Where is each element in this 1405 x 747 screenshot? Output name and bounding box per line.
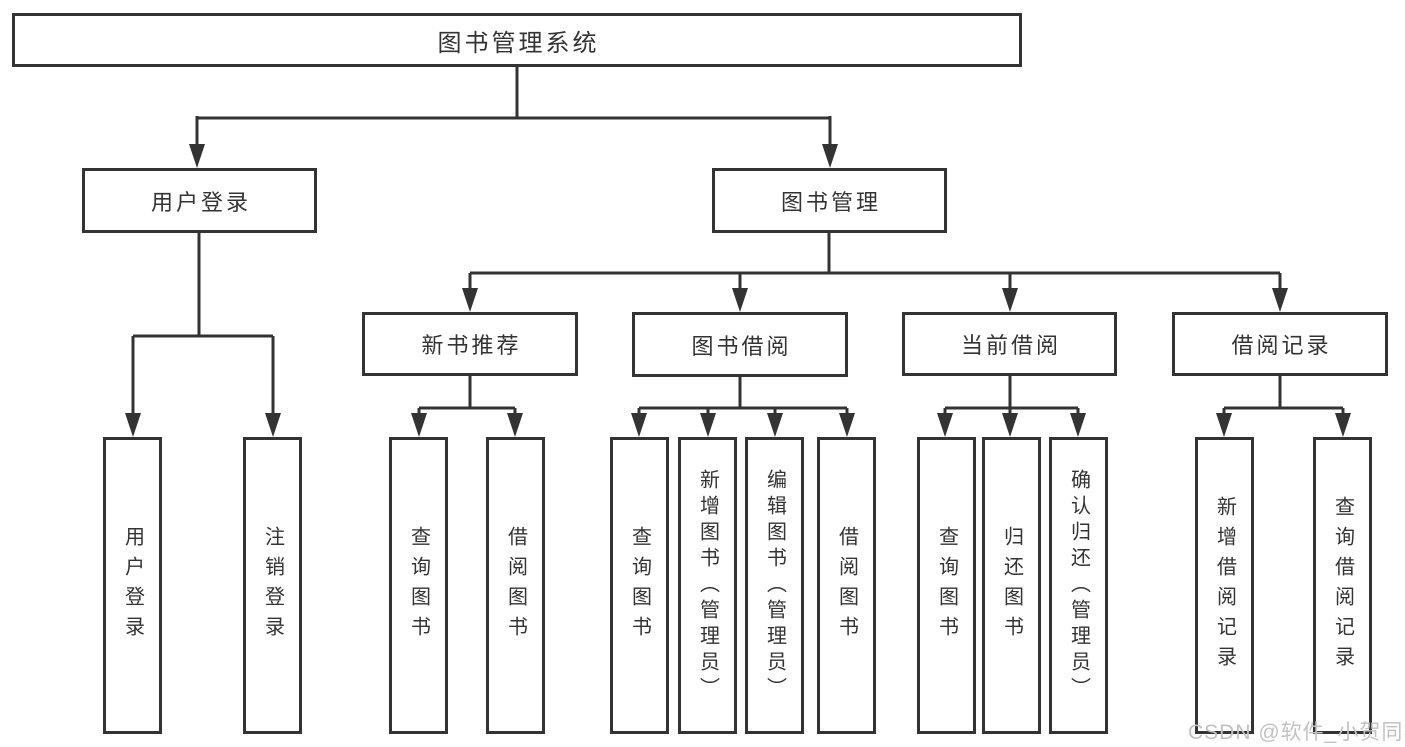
- connector-paths: [131, 66, 1345, 414]
- node-book-management: 图书管理: [712, 168, 947, 233]
- arrow-down-icons: [125, 144, 1351, 437]
- leaf-edit-books-admin: 编辑图书（管理员）: [745, 437, 804, 734]
- node-label: 当前借阅: [960, 333, 1061, 358]
- node-library-management-system: 图书管理系统: [12, 13, 1022, 67]
- csdn-watermark: CSDN @软件_小贺同学: [1188, 721, 1405, 744]
- leaf-label: 新增借阅记录: [1213, 495, 1236, 676]
- leaf-label: 查询图书: [935, 525, 958, 646]
- leaf-label: 借阅图书: [504, 525, 527, 646]
- leaf-return-books: 归还图书: [982, 437, 1041, 734]
- leaf-label: 编辑图书（管理员）: [763, 468, 786, 703]
- leaf-label: 查询图书: [407, 525, 430, 646]
- leaf-borrow-books: 借阅图书: [817, 437, 876, 734]
- leaf-label: 确认归还（管理员）: [1067, 468, 1090, 703]
- leaf-query-books-borrow: 查询图书: [610, 437, 669, 734]
- leaf-user-login: 用户登录: [103, 437, 162, 734]
- node-label: 用户登录: [150, 189, 251, 215]
- leaf-query-books-current: 查询图书: [917, 437, 976, 734]
- leaf-label: 查询借阅记录: [1331, 495, 1354, 676]
- leaf-add-borrow-record: 新增借阅记录: [1195, 437, 1254, 734]
- node-current-borrowing: 当前借阅: [902, 312, 1117, 376]
- leaf-label: 查询图书: [628, 525, 651, 646]
- node-label: 图书管理系统: [437, 29, 600, 57]
- node-label: 图书管理: [780, 189, 881, 215]
- leaf-add-books-admin: 新增图书（管理员）: [678, 437, 737, 734]
- node-label: 借阅记录: [1231, 333, 1332, 358]
- leaf-label: 用户登录: [121, 525, 144, 646]
- leaf-query-books-recommend: 查询图书: [389, 437, 448, 734]
- leaf-label: 借阅图书: [835, 525, 858, 646]
- node-book-borrowing: 图书借阅: [632, 312, 848, 377]
- node-user-login: 用户登录: [82, 168, 317, 233]
- node-label: 图书借阅: [691, 333, 792, 359]
- leaf-logout: 注销登录: [243, 437, 302, 734]
- node-label: 新书推荐: [421, 333, 522, 358]
- leaf-confirm-return-admin: 确认归还（管理员）: [1049, 437, 1108, 734]
- leaf-label: 注销登录: [261, 525, 284, 646]
- leaf-borrow-books-recommend: 借阅图书: [486, 437, 545, 734]
- node-borrowing-records: 借阅记录: [1172, 312, 1388, 376]
- leaf-label: 新增图书（管理员）: [696, 468, 719, 703]
- leaf-query-borrow-record: 查询借阅记录: [1313, 437, 1372, 734]
- node-new-book-recommendation: 新书推荐: [362, 312, 578, 376]
- leaf-label: 归还图书: [1000, 525, 1023, 646]
